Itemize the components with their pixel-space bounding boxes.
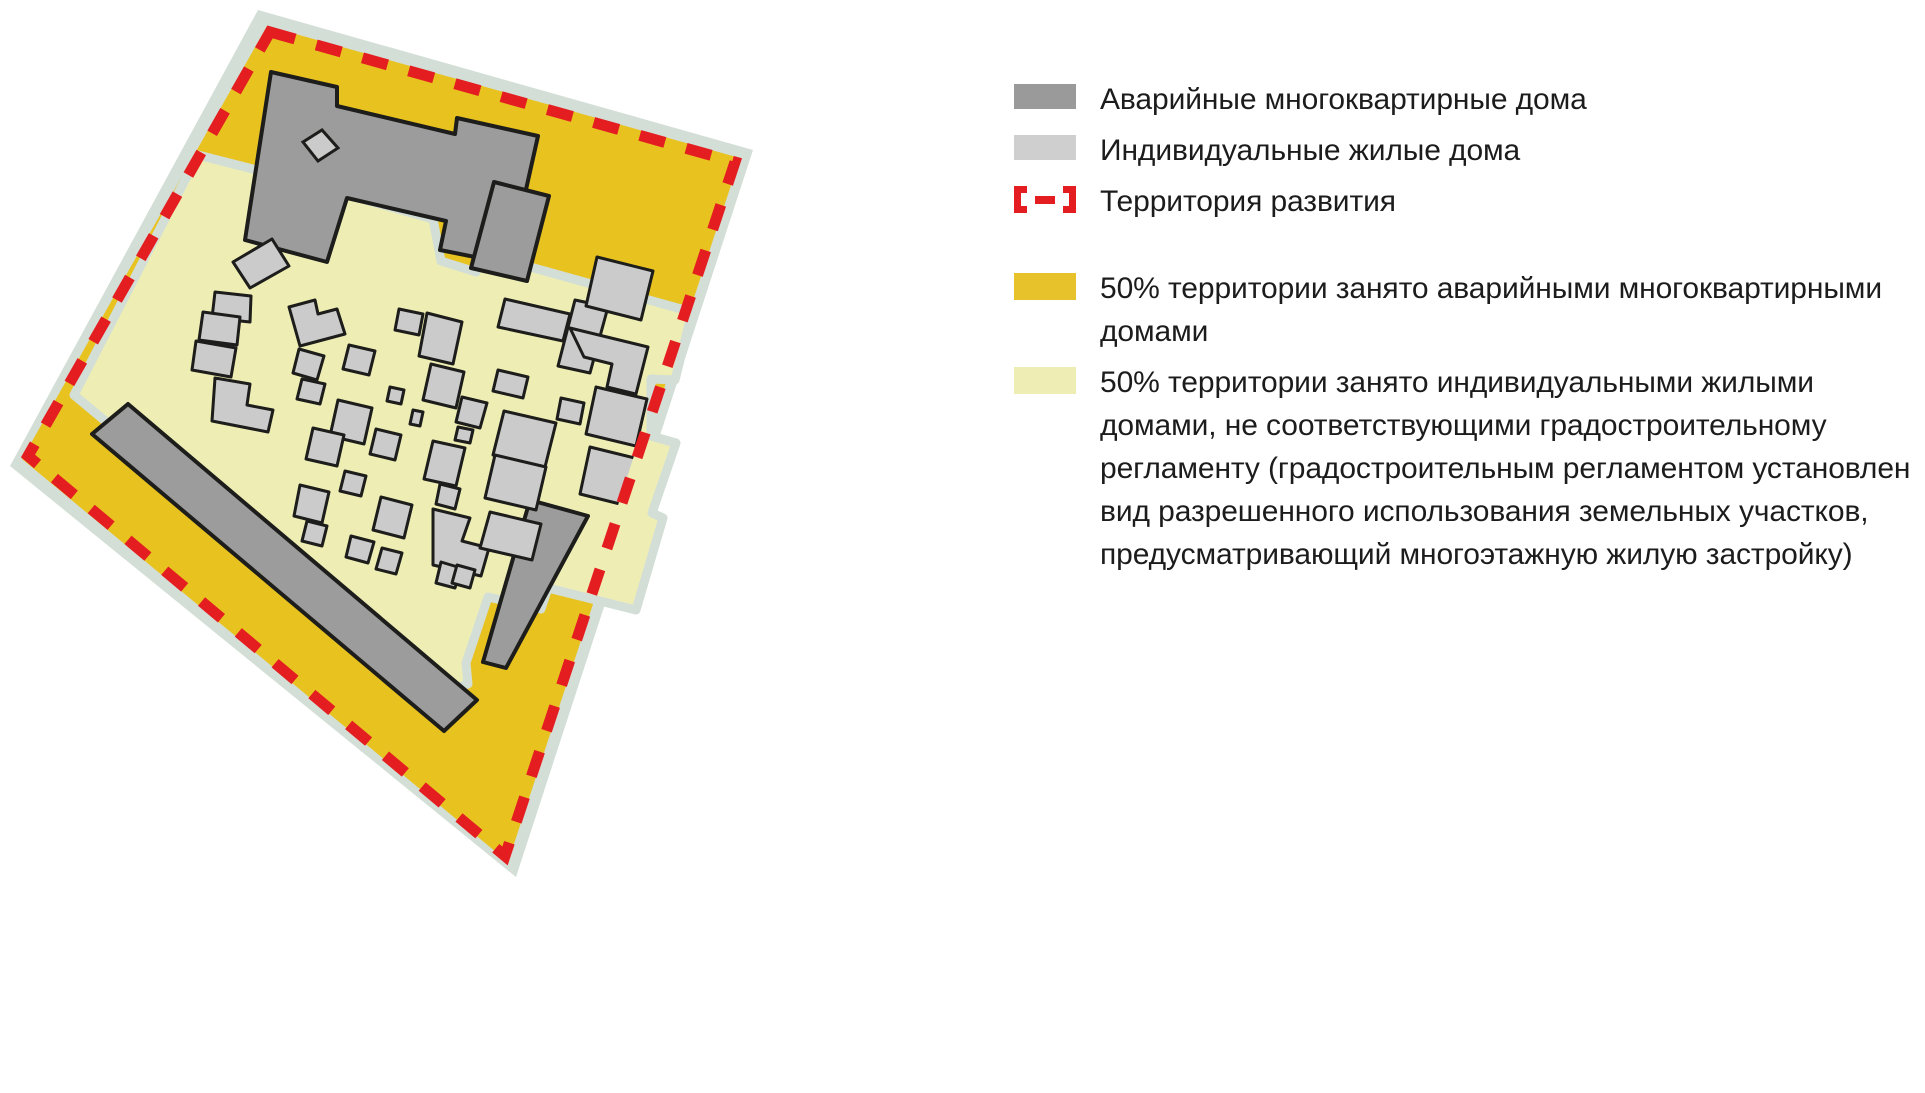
legend-item-zone-dilapidated: 50% территории занято аварийными многокв… <box>1014 267 1925 353</box>
building-individual <box>555 396 586 426</box>
legend-group-primary: Аварийные многоквартирные дома Индивидуа… <box>1014 78 1925 223</box>
legend-swatch-cell <box>1014 78 1100 109</box>
dash-segment-icon <box>1035 196 1055 204</box>
building-individual <box>408 408 425 428</box>
territory-map <box>10 10 753 877</box>
building-individual <box>197 310 242 347</box>
building-individual <box>371 495 414 540</box>
building-individual <box>568 326 650 396</box>
building-dilapidated-right-bar <box>481 498 590 670</box>
light-gray-swatch-icon <box>1014 135 1076 160</box>
legend-item-zone-individual: 50% территории занято индивидуальными жи… <box>1014 361 1925 576</box>
building-individual <box>304 426 346 468</box>
building-individual <box>584 385 649 448</box>
dash-bracket-right-icon <box>1063 186 1076 213</box>
legend-label: Индивидуальные жилые дома <box>1100 134 1521 167</box>
legend-item-dilapidated-apartments: Аварийные многоквартирные дома <box>1014 78 1925 121</box>
dark-gray-swatch-icon <box>1014 84 1076 109</box>
building-individual <box>287 298 347 348</box>
pale-yellow-swatch-icon <box>1014 367 1076 394</box>
legend-label: Аварийные многоквартирные дома <box>1100 83 1587 116</box>
building-individual <box>344 534 376 565</box>
building-individual <box>584 255 655 322</box>
building-individual <box>478 510 543 562</box>
building-individual <box>434 482 462 511</box>
building-individual <box>295 377 327 406</box>
building-dilapidated-left-bar <box>90 402 479 733</box>
legend-group-zones: 50% территории занято аварийными многокв… <box>1014 267 1925 576</box>
building-individual <box>341 343 377 377</box>
legend-item-individual-houses: Индивидуальные жилые дома <box>1014 129 1925 172</box>
individual-house-group <box>190 237 655 590</box>
legend-swatch-cell <box>1014 129 1100 160</box>
building-individual <box>417 311 464 366</box>
legend-swatch-cell <box>1014 180 1100 213</box>
building-individual <box>190 339 238 379</box>
building-individual <box>374 546 404 576</box>
building-individual <box>454 395 489 430</box>
gold-swatch-icon <box>1014 273 1076 300</box>
building-individual <box>393 307 425 337</box>
building-individual <box>450 563 477 590</box>
building-individual <box>292 483 331 525</box>
building-individual <box>385 385 406 406</box>
map-buildings <box>90 70 655 733</box>
legend-label: 50% территории занято индивидуальными жи… <box>1100 366 1911 571</box>
dash-bracket-left-icon <box>1014 186 1027 213</box>
building-individual <box>453 425 475 445</box>
map-pane <box>10 10 753 877</box>
building-dilapidated-right <box>469 180 551 283</box>
building-individual <box>422 439 467 488</box>
building-individual <box>483 453 548 512</box>
building-individual <box>421 362 466 410</box>
development-boundary-dashed <box>20 25 743 866</box>
legend-swatch-cell <box>1014 361 1100 394</box>
building-individual <box>491 368 530 400</box>
legend-swatch-cell <box>1014 267 1100 300</box>
building-individual <box>210 376 275 434</box>
dashed-boundary-icon <box>1014 186 1076 213</box>
building-individual <box>231 237 291 290</box>
legend-item-development-territory: Территория развития <box>1014 180 1925 223</box>
legend-label: 50% территории занято аварийными многокв… <box>1100 272 1882 348</box>
legend-pane: Аварийные многоквартирные дома Индивидуа… <box>1000 0 1925 1093</box>
legend-label: Территория развития <box>1100 185 1396 218</box>
building-individual-notch-diamond <box>300 128 341 164</box>
building-individual <box>368 427 403 462</box>
building-individual <box>300 519 329 548</box>
building-individual <box>291 347 326 382</box>
building-individual <box>338 469 368 498</box>
